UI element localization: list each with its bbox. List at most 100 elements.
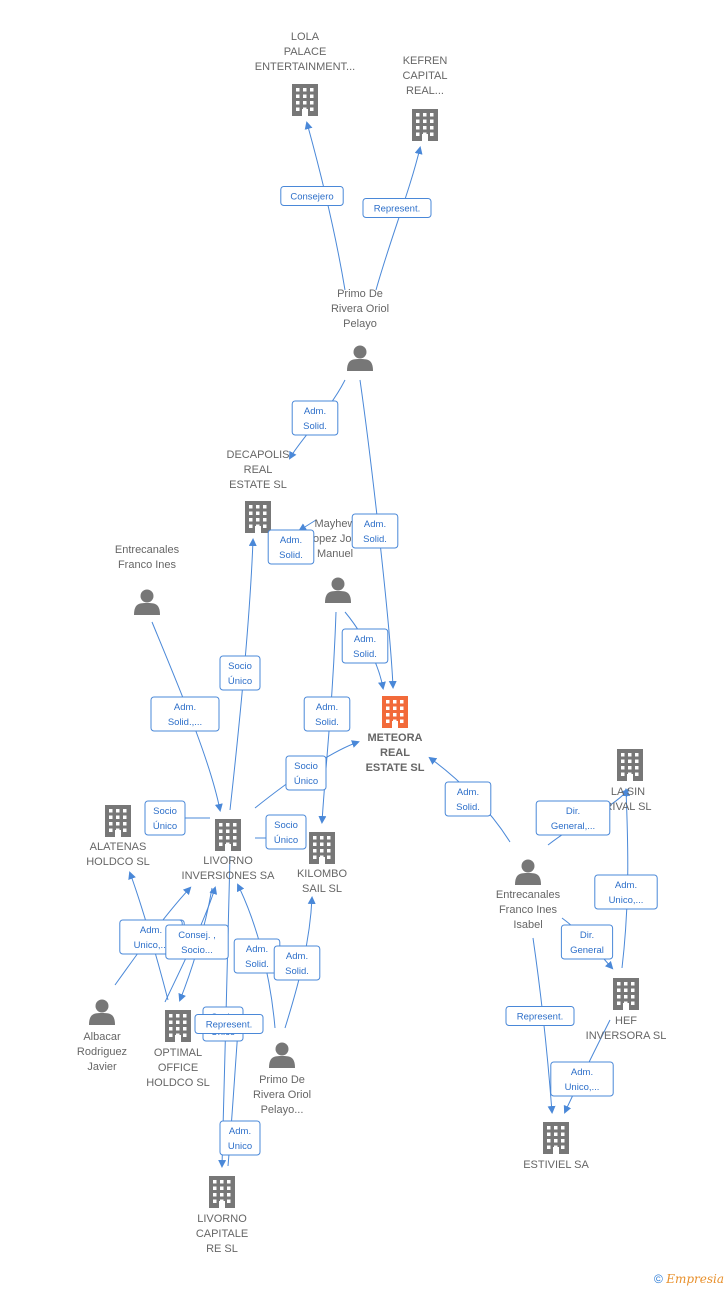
node-label-line: OFFICE [158, 1062, 198, 1074]
edge-label-hef-to-lasin[interactable]: Adm.Unico,... [594, 874, 658, 910]
edge-label-livorno-to-optimal[interactable]: Consej. , Socio... [165, 924, 229, 960]
node-kefren[interactable]: KEFREN CAPITAL REAL... [402, 55, 448, 141]
edge-label-text: Solid. [285, 966, 309, 977]
edge-label-text: Adm. [286, 951, 308, 962]
edge-label-mayhew-to-kilombo[interactable]: Adm.Solid. [303, 696, 351, 732]
edge-label-primo1-to-meteora[interactable]: Adm. Solid. [351, 513, 399, 549]
node-label-line: HEF [615, 1015, 637, 1027]
edge-label-mayhew-to-meteora[interactable]: Adm.Solid. [341, 628, 389, 664]
edge-label-text: Adm. [615, 880, 637, 891]
node-label-line: RIVAL SL [604, 801, 651, 813]
edge-label-text: Adm. [364, 519, 386, 530]
node-label-line: Franco Ines [118, 559, 177, 571]
edge-label-text: Socio... [181, 945, 213, 956]
node-label-line: LIVORNO [203, 855, 253, 867]
edge-label-text: Solid. [363, 534, 387, 545]
edge-label-primo2-to-kilombo[interactable]: Adm. Solid. [273, 945, 321, 981]
edge-label-text: Unico,... [134, 940, 169, 951]
edge-label-hef-to-estiviel[interactable]: Adm. Unico,... [550, 1061, 614, 1097]
edge-label-text: General [570, 945, 604, 956]
node-label-line: KILOMBO [297, 868, 348, 880]
node-primo2[interactable]: Primo De Rivera OriolPelayo... [253, 1042, 311, 1117]
edge-label-entrecanales2-to-lasin[interactable]: Dir. General,... [535, 800, 611, 836]
node-livorno[interactable]: LIVORNO INVERSIONES SA [182, 819, 276, 882]
node-label-line: CAPITALE [196, 1228, 248, 1240]
node-label-line: Primo De [337, 288, 383, 300]
building-icon [105, 805, 131, 837]
edge-label-optimal-to-livorno[interactable]: Represent. [194, 1014, 264, 1034]
edge-label-text: Unico,... [565, 1082, 600, 1093]
edge-label-text: Adm. [304, 406, 326, 417]
edge-label-entrecanales2-to-hef[interactable]: Dir.General [560, 924, 614, 960]
edge-label-text: Consej. , [178, 930, 216, 941]
node-label-line: Primo De [259, 1074, 305, 1086]
node-label-line: KEFREN [403, 55, 448, 67]
edge-label-entrecanales2-to-meteora[interactable]: Adm.Solid. [444, 781, 492, 817]
edge-label-text: Único [274, 835, 298, 846]
node-label-line: Pelayo... [261, 1104, 304, 1116]
edge-label-text: Dir. [566, 806, 580, 817]
edge-label-primo1-to-decapolis[interactable]: Adm.Solid. [291, 400, 339, 436]
edge-label-text: Represent. [206, 1020, 252, 1031]
edge-label-primo1-to-lola[interactable]: Consejero [280, 186, 344, 206]
node-label-line: Albacar [83, 1031, 121, 1043]
edge-label-text: Adm. [246, 944, 268, 955]
edge-label-livornocap-to-livorno[interactable]: Adm. Unico [219, 1120, 261, 1156]
footer-credit: © Empresia [654, 1272, 724, 1286]
node-label-line: ESTIVIEL SA [523, 1159, 589, 1171]
building-icon [165, 1010, 191, 1042]
edge-label-entrecanales1-to-livorno[interactable]: Adm.Solid.,... [150, 696, 220, 732]
brand-logo[interactable]: Empresia [666, 1272, 724, 1286]
node-label-line: Rivera Oriol [253, 1089, 311, 1101]
node-label-line: Rodriguez [77, 1046, 127, 1058]
node-lola[interactable]: LOLAPALACEENTERTAINMENT... [255, 31, 355, 116]
node-label-line: CAPITAL [402, 70, 447, 82]
person-icon [325, 577, 351, 603]
edge-label-text: Solid. [245, 959, 269, 970]
node-label-line: ESTATE SL [229, 479, 287, 491]
node-label-line: INVERSIONES SA [182, 870, 276, 882]
edge-label-text: Adm. [229, 1126, 251, 1137]
edge-label-text: Adm. [457, 787, 479, 798]
node-label-line: LIVORNO [197, 1213, 247, 1225]
edge-label-text: Represent. [517, 1012, 563, 1023]
node-hef[interactable]: HEF INVERSORA SL [586, 978, 667, 1042]
edge-label-text: Adm. [571, 1067, 593, 1078]
node-estiviel[interactable]: ESTIVIEL SA [523, 1122, 589, 1171]
edge-label-mayhew-to-decapolis[interactable]: Adm.Solid. [267, 529, 315, 565]
person-icon [515, 859, 541, 885]
node-label-line: REAL [244, 464, 273, 476]
edge-label-text: Adm. [354, 634, 376, 645]
edge-label-text: Unico [228, 1141, 252, 1152]
edge-label-text: General,... [551, 821, 595, 832]
building-icon [209, 1176, 235, 1208]
building-icon [215, 819, 241, 851]
copyright-icon: © [654, 1272, 663, 1286]
node-label-line: REAL... [406, 85, 444, 97]
node-label-line: HOLDCO SL [146, 1077, 210, 1089]
edge-label-entrecanales2-to-estiviel[interactable]: Represent. [505, 1006, 575, 1026]
person-icon [347, 345, 373, 371]
edge-label-primo1-to-kefren[interactable]: Represent. [362, 198, 432, 218]
edge-label-primo2-to-livorno[interactable]: Adm. Solid. [233, 938, 281, 974]
building-icon [309, 832, 335, 864]
node-label-line: INVERSORA SL [586, 1030, 667, 1042]
